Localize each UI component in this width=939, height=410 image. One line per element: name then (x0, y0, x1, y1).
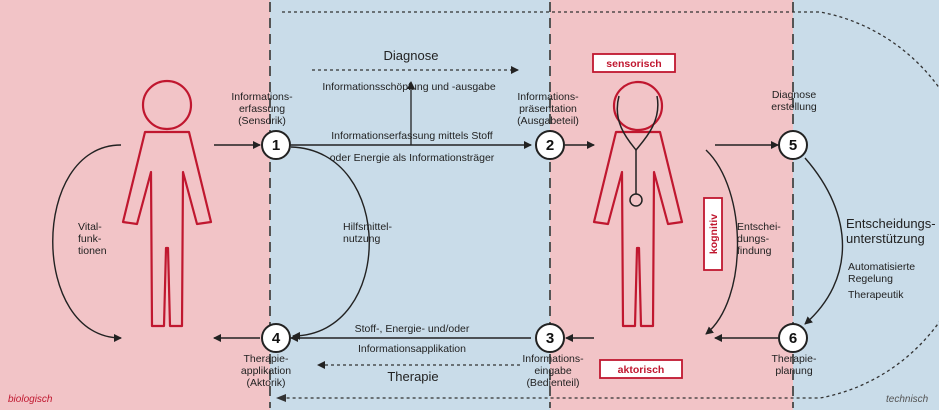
svg-text:4: 4 (272, 330, 281, 347)
info-praesentation-label: Informations- präsentation (Ausgabeteil) (517, 91, 579, 127)
svg-text:Hilfsmittel-: Hilfsmittel- (343, 221, 393, 233)
kognitiv-label: kognitiv (708, 214, 720, 254)
aktorisch-label: aktorisch (618, 364, 665, 376)
svg-text:(Aktorik): (Aktorik) (246, 377, 285, 389)
sensorisch-label: sensorisch (606, 58, 661, 70)
svg-text:Regelung: Regelung (848, 273, 893, 285)
node-5: 5 (779, 131, 807, 159)
svg-text:Therapeutik: Therapeutik (848, 289, 904, 301)
svg-text:(Sensorik): (Sensorik) (238, 115, 286, 127)
entscheidungsunterstuetzung-label: Entscheidungs- unterstützung (846, 216, 936, 246)
diagnose-erstellung-label: Diagnose erstellung (771, 89, 817, 113)
svg-text:Therapie-: Therapie- (772, 353, 817, 365)
svg-text:2: 2 (546, 137, 554, 154)
svg-text:eingabe: eingabe (534, 365, 572, 377)
svg-text:präsentation: präsentation (519, 103, 577, 115)
svg-text:Informations-: Informations- (517, 91, 579, 103)
svg-text:Informationserfassung mittels: Informationserfassung mittels Stoff (331, 130, 493, 142)
technisch-label: technisch (886, 394, 929, 405)
svg-text:3: 3 (546, 330, 554, 347)
node-6: 6 (779, 324, 807, 352)
svg-text:oder Energie als Informationst: oder Energie als Informationsträger (330, 152, 495, 164)
svg-text:dungs-: dungs- (737, 233, 770, 245)
node-1: 1 (262, 131, 290, 159)
node-2: 2 (536, 131, 564, 159)
therapie-title: Therapie (387, 369, 438, 384)
node-3: 3 (536, 324, 564, 352)
svg-text:Automatisierte: Automatisierte (848, 261, 915, 273)
svg-text:(Bedienteil): (Bedienteil) (526, 377, 579, 389)
svg-text:erstellung: erstellung (771, 101, 817, 113)
biologisch-label: biologisch (8, 394, 53, 405)
diagnose-title: Diagnose (384, 48, 439, 63)
svg-text:Entschei-: Entschei- (737, 221, 781, 233)
svg-text:Diagnose: Diagnose (772, 89, 817, 101)
therapie-applikation-label: Therapie- applikation (Aktorik) (241, 353, 291, 389)
diagnose-subtitle: Informationsschöpfung und -ausgabe (322, 81, 496, 93)
info-erfassung-label: Informations- erfassung (Sensorik) (231, 91, 293, 127)
therapie-planung-label: Therapie- planung (772, 353, 817, 377)
svg-text:(Ausgabeteil): (Ausgabeteil) (517, 115, 579, 127)
svg-text:unterstützung: unterstützung (846, 231, 925, 246)
node-4: 4 (262, 324, 290, 352)
svg-text:Informations-: Informations- (522, 353, 584, 365)
svg-text:Stoff-, Energie- und/oder: Stoff-, Energie- und/oder (355, 323, 470, 335)
svg-text:1: 1 (272, 137, 280, 154)
biological-region (0, 0, 270, 410)
svg-text:Informations-: Informations- (231, 91, 293, 103)
svg-text:Entscheidungs-: Entscheidungs- (846, 216, 936, 231)
svg-text:Therapie-: Therapie- (244, 353, 289, 365)
svg-text:erfassung: erfassung (239, 103, 285, 115)
svg-text:6: 6 (789, 330, 797, 347)
svg-text:nutzung: nutzung (343, 233, 381, 245)
svg-text:applikation: applikation (241, 365, 291, 377)
svg-text:tionen: tionen (78, 245, 107, 257)
svg-text:findung: findung (737, 245, 772, 257)
svg-text:Vital-: Vital- (78, 221, 102, 233)
svg-text:5: 5 (789, 137, 797, 154)
svg-text:funk-: funk- (78, 233, 102, 245)
svg-text:Informationsapplikation: Informationsapplikation (358, 343, 466, 355)
svg-text:planung: planung (775, 365, 813, 377)
